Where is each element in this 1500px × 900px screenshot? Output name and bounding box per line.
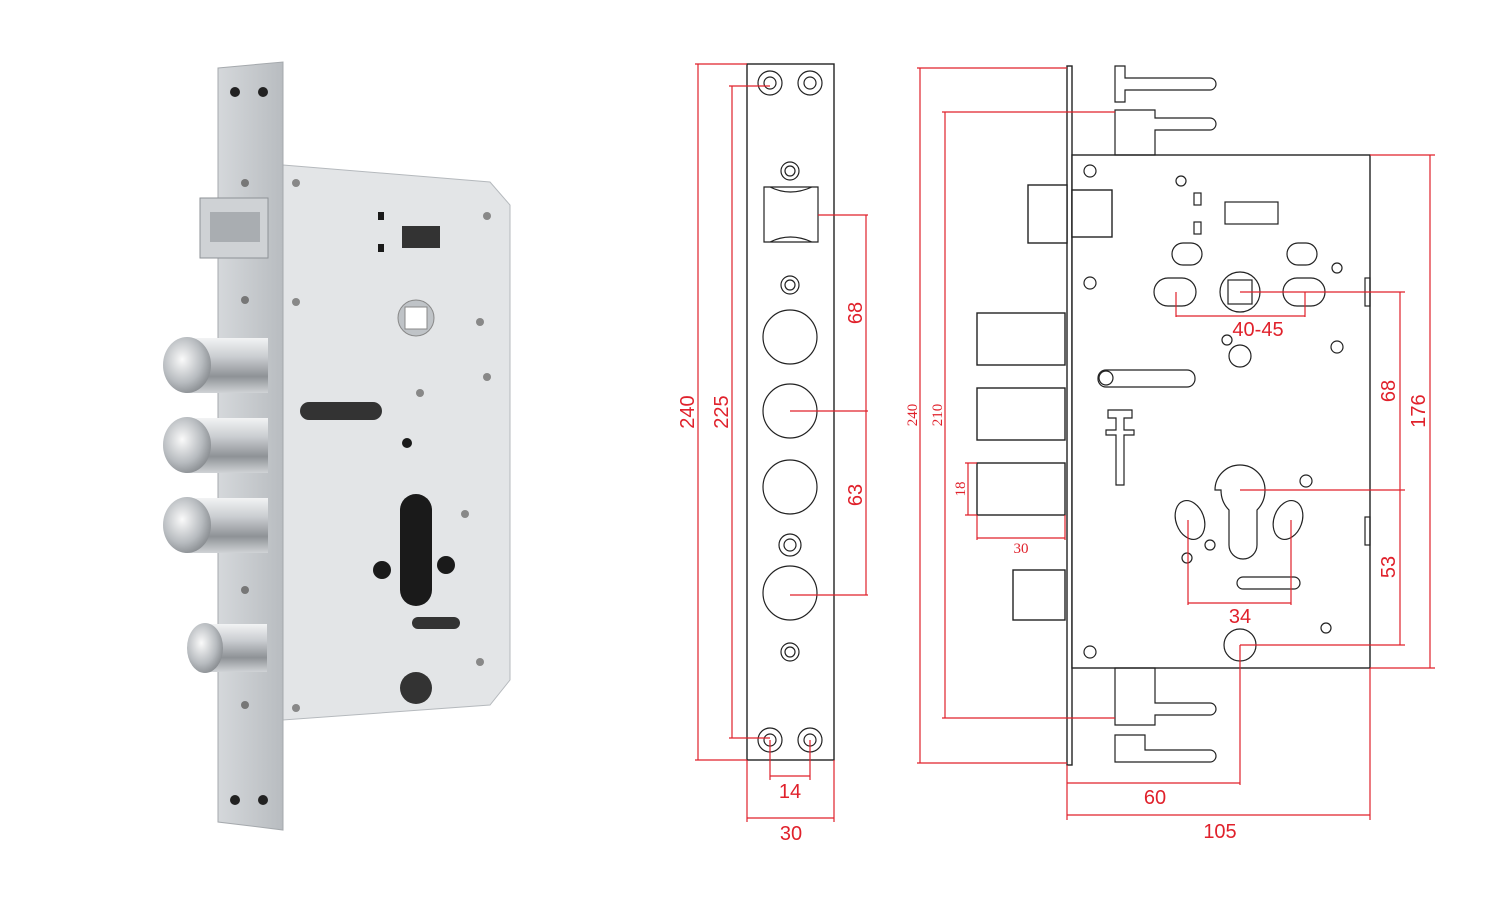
dim-handle-spacing: 40-45: [1232, 319, 1283, 341]
dim-hole-spacing-height: 225: [711, 395, 733, 428]
dim-hole-pitch: 14: [779, 781, 801, 803]
dim-faceplate-height: 240: [905, 404, 921, 427]
lock-photo: [163, 61, 511, 831]
faceplate-drawing: 240 225 68 63 14 30: [677, 63, 868, 845]
dim-backset: 60: [1144, 787, 1166, 809]
dim-handle-to-cylinder: 68: [1378, 380, 1400, 402]
dim-case-height: 176: [1408, 394, 1430, 427]
dim-lower-spacing: 63: [845, 484, 867, 506]
dim-upper-spacing: 68: [845, 302, 867, 324]
dim-cylinder-to-bottom: 53: [1378, 556, 1400, 578]
faceplate-screw-holes: [230, 87, 268, 805]
side-drawing: 240 210 18 30 40-45 68 176 53 34 60 105: [905, 65, 1435, 843]
case-holes: [292, 179, 491, 712]
dim-total-height: 240: [677, 395, 699, 428]
dim-width: 30: [780, 823, 802, 845]
dim-hook-spacing: 210: [930, 404, 946, 427]
dim-bolt-throw: 30: [1014, 541, 1029, 557]
lock-case: [282, 164, 511, 721]
dim-screw-spacing: 34: [1229, 606, 1251, 628]
deadbolt-cylinders: [163, 337, 268, 673]
dim-bolt-height: 18: [953, 482, 969, 497]
dim-case-depth: 105: [1203, 821, 1236, 843]
